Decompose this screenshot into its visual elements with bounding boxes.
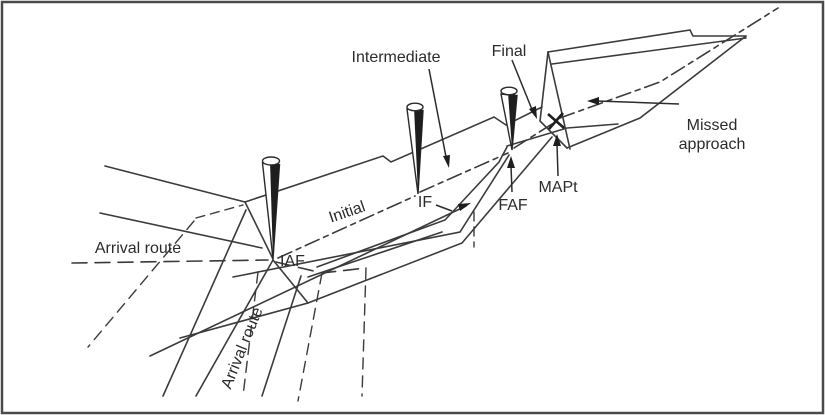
if-label-leader: [435, 204, 453, 212]
missed-approach-surface: [539, 29, 747, 150]
south-dashed-0: [242, 271, 259, 397]
missed-approach-leader: [596, 100, 680, 105]
initial-far-edge-hidden-dashed: [195, 204, 244, 219]
background-dashed-diagonal: [87, 220, 195, 348]
far-edge-polyline: [244, 106, 543, 203]
arrival-west-track-dashed: [71, 259, 269, 264]
south-dashed-1: [297, 272, 323, 402]
if-cone-top: [406, 102, 424, 112]
track-initial: [277, 195, 416, 259]
arrival-route-west-label: Arrival route: [95, 240, 181, 257]
label-leaders: [428, 59, 680, 193]
missed-approach-label-line2: approach: [679, 136, 746, 153]
text-labels: Intermediate Final Missed approach MAPt …: [95, 43, 745, 391]
faf-cone-shade: [508, 92, 517, 150]
arrival-if-arrow: [149, 203, 475, 357]
faf-label: FAF: [498, 197, 528, 214]
mapt-x-marker: [547, 112, 565, 130]
if-cone-symbol: [406, 102, 424, 195]
faf-cone-top: [500, 86, 518, 96]
final-arrowhead: [529, 106, 537, 119]
wedge-ridge-line: [551, 37, 747, 65]
nominal-track: [277, 7, 779, 259]
arrival-route-west-lines: [71, 165, 269, 348]
wedge-front-lower-left: [539, 120, 568, 149]
mapt-arrowhead: [553, 134, 561, 146]
south-steep-edge-1: [162, 209, 247, 397]
mapt-x-stroke-2: [548, 112, 564, 130]
track-final: [513, 123, 553, 149]
arrival-if-arrow-line: [149, 205, 467, 357]
arrival-route-south-lines: [162, 136, 553, 402]
faf-cone-symbol: [500, 86, 518, 151]
missed-approach-arrowhead: [587, 97, 599, 105]
arrival-west-upper-edge: [104, 165, 246, 203]
missed-approach-label-line1: Missed: [687, 117, 738, 134]
wedge-left-edge: [539, 51, 549, 122]
iaf-cone-shade: [270, 161, 280, 259]
south-dashed-2: [361, 267, 367, 397]
final-label: Final: [492, 43, 527, 60]
wedge-facet-edge: [547, 51, 571, 150]
initial-strip-left-edge: [244, 201, 274, 260]
if-label: IF: [418, 194, 432, 211]
intermediate-leader: [428, 68, 448, 163]
iaf-east-dashed: [275, 261, 367, 274]
iaf-label: IAF: [280, 253, 305, 270]
track-intermediate: [419, 152, 509, 193]
iaf-cone-top: [261, 156, 281, 166]
arrival-if-arrowhead: [458, 203, 471, 211]
south-steep-edge-2: [195, 259, 274, 397]
faf-leader: [510, 165, 513, 193]
south-corridor-edge-to-faf: [232, 154, 510, 278]
final-leader: [511, 59, 534, 113]
arrival-west-lower-edge: [99, 212, 263, 249]
south-corridor-edge-to-mapt: [179, 136, 553, 339]
track-missed-approach: [559, 7, 779, 119]
if-cone-shade: [414, 107, 423, 194]
wedge-top-edge: [547, 29, 747, 53]
mapt-leader: [556, 143, 559, 177]
arrival-route-south-label: Arrival route: [218, 305, 266, 391]
mapt-label: MAPt: [538, 179, 578, 196]
intermediate-arrowhead: [443, 155, 450, 168]
faf-arrowhead: [507, 156, 515, 168]
intermediate-label: Intermediate: [352, 49, 441, 66]
wedge-bottom-edge: [566, 35, 747, 149]
iaf-to-node-edge: [272, 259, 309, 304]
iaf-cone-symbol: [261, 156, 281, 260]
south-steep-edge-3: [261, 275, 302, 397]
initial-label: Initial: [327, 198, 368, 226]
